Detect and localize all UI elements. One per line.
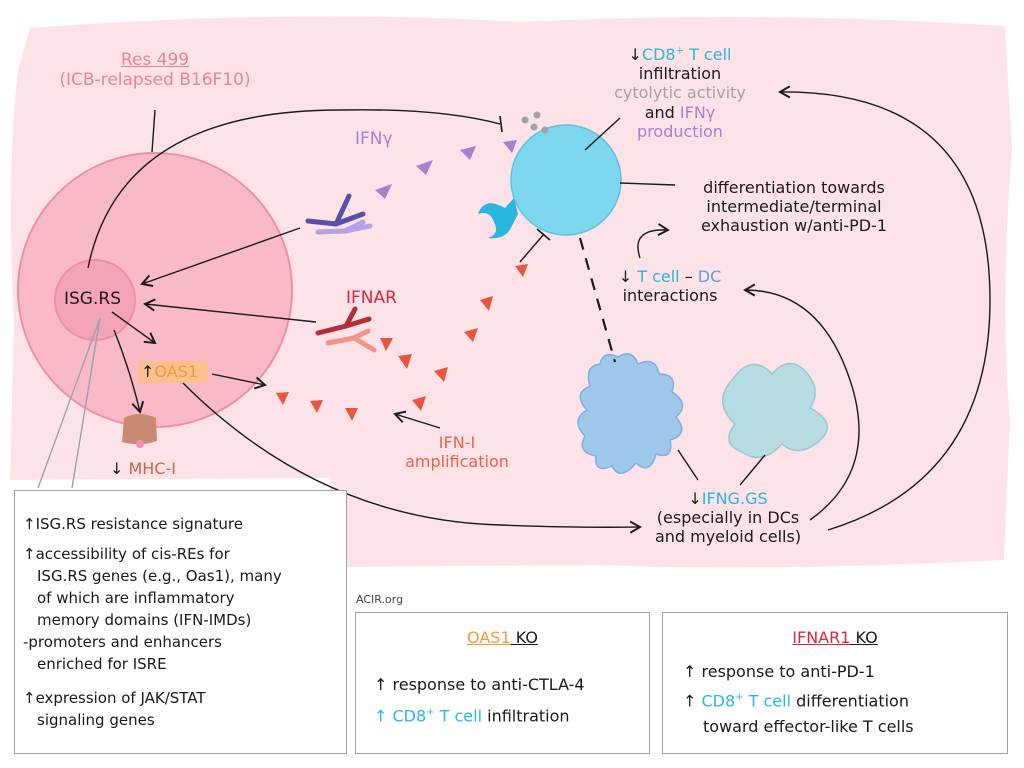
detail-b2b: ISG.RS genes (e.g., Oas1), many — [37, 567, 282, 585]
ifn1-molecules — [276, 264, 528, 421]
tcell-effects-arrow: ↓ — [628, 45, 642, 64]
exhaustion-line3: exhaustion w/anti-PD-1 — [700, 216, 888, 236]
oas1-highlight — [138, 361, 208, 383]
oas1-ko-title-gene: OAS1 — [467, 628, 511, 647]
ifng-molecules — [375, 140, 517, 199]
interactions-tcell: T cell — [637, 267, 680, 286]
acir-credit: ACIR.org — [356, 593, 404, 606]
tcell-effects-sup: + — [675, 45, 684, 57]
ifng-gs-line2: (especially in DCs — [656, 508, 800, 528]
ifnar1-ko-title: IFNAR1 KO — [663, 628, 1007, 647]
ifnar1-ko-title-gene: IFNAR1 — [792, 628, 851, 647]
ifn1-amplification-label: IFN-I amplification — [402, 433, 512, 471]
mhc-i-molecule — [122, 414, 157, 448]
isgrs-label: ISG.RS — [64, 289, 121, 309]
ifnar1-ko-line2-rest: differentiation — [791, 691, 909, 711]
interactions-line1: ↓ T cell – DC — [600, 267, 740, 286]
ifn1-line1: IFN-I — [438, 433, 476, 452]
ifng-receptor-icon — [305, 193, 373, 235]
tcell-effects-label: ↓CD8+ T cell infiltration cytolytic acti… — [590, 45, 770, 141]
dendritic-cell-2 — [722, 362, 828, 459]
cytolytic-granules-icon — [521, 111, 549, 134]
oas1-ko-title-ko: KO — [510, 628, 538, 647]
exhaustion-line1: differentiation towards — [703, 178, 885, 197]
tcell-effects-cd8: CD8 — [641, 45, 676, 64]
oas1-ko-line2-tcell: T cell — [434, 706, 483, 726]
oas1-up-text: OAS1 — [154, 362, 198, 381]
detail-b1: ↑ISG.RS resistance signature — [23, 515, 243, 533]
ifnar1-ko-line2-arrow: ↑ — [683, 691, 702, 711]
detail-b2c: of which are inflammatory — [37, 589, 235, 607]
interactions-dc: DC — [697, 267, 722, 286]
ifnar1-ko-line3: toward effector-like T cells — [703, 717, 914, 737]
oas1-up-label: ↑OAS1 — [141, 362, 198, 381]
t-cell-receptor-icon — [478, 198, 518, 239]
oas1-ko-line2: ↑ CD8+ T cell infiltration — [374, 699, 585, 730]
detail-b3a: -promoters and enhancers — [23, 633, 222, 651]
tcell-effects-line4: and IFNγ — [590, 103, 770, 122]
tcell-effects-line2: infiltration — [638, 64, 722, 84]
ifng-label: IFNγ — [355, 129, 393, 149]
ifnar-label: IFNAR — [346, 288, 397, 308]
tcell-effects-ifng: IFNγ — [679, 102, 716, 122]
ifng-gs-line1: ↓IFNG.GS — [638, 489, 818, 508]
interactions-label: ↓ T cell – DC interactions — [600, 267, 740, 305]
oas1-ko-line2-sup: + — [426, 707, 435, 718]
ifnar1-ko-line1: ↑ response to anti-PD-1 — [683, 662, 875, 681]
detail-b2d: memory domains (IFN-IMDs) — [37, 611, 252, 629]
mhc-label: ↓ MHC-I — [110, 459, 176, 478]
tcell-effects-line5: production — [637, 121, 723, 141]
oas1-ko-line2-cd8: CD8 — [392, 706, 427, 726]
ifnar1-ko-line2-tcell: T cell — [743, 691, 792, 711]
mhc-arrow: ↓ — [110, 459, 124, 478]
ifnar1-ko-line2-cd8: CD8 — [701, 691, 736, 711]
ifng-gs-label: ↓IFNG.GS (especially in DCs and myeloid … — [638, 489, 818, 547]
ifng-gs-text: IFNG.GS — [701, 489, 768, 508]
isgrs-details-text: ↑ISG.RS resistance signature ↑accessibil… — [23, 513, 282, 731]
exhaustion-label: differentiation towards intermediate/ter… — [676, 178, 912, 236]
detail-b3b: enriched for ISRE — [37, 655, 167, 673]
interactions-dash: – — [679, 267, 698, 286]
ifng-gs-line3: and myeloid cells) — [654, 527, 802, 547]
exhaustion-line2: intermediate/terminal — [706, 197, 882, 217]
ifnar1-ko-line2-sup: + — [735, 692, 744, 703]
ifnar1-ko-box: IFNAR1 KO ↑ response to anti-PD-1 ↑ CD8+… — [662, 612, 1008, 754]
nucleus — [54, 259, 136, 341]
ifnar1-ko-title-ko: KO — [850, 628, 878, 647]
isgrs-details-box: ↑ISG.RS resistance signature ↑accessibil… — [14, 490, 347, 754]
ifnar1-ko-line2: ↑ CD8+ T cell differentiation — [683, 685, 914, 714]
interactions-line2: interactions — [622, 286, 718, 306]
tumor-label-line1: Res 499 — [120, 50, 190, 70]
tumor-label-line2: (ICB-relapsed B16F10) — [59, 70, 251, 91]
ifng-gs-arrow: ↓ — [688, 489, 702, 508]
detail-b2a: ↑accessibility of cis-REs for — [23, 545, 230, 563]
tcell-effects-line1: ↓CD8+ T cell — [590, 45, 770, 64]
dendritic-cell-1 — [577, 353, 684, 474]
detail-b4b: signaling genes — [37, 711, 155, 729]
interactions-arrow: ↓ — [618, 267, 633, 286]
t-cell — [510, 124, 622, 236]
oas1-ko-title: OAS1 KO — [356, 628, 649, 647]
tcell-effects-tcell: T cell — [683, 45, 732, 64]
oas1-ko-line2-rest: infiltration — [482, 706, 570, 726]
oas1-up-arrow: ↑ — [141, 362, 155, 381]
connector-lines — [37, 85, 991, 534]
ifnar-receptor-icon — [315, 306, 377, 353]
mhc-text: MHC-I — [128, 459, 177, 478]
oas1-ko-line1: ↑ response to anti-CTLA-4 — [374, 675, 585, 694]
tumor-label: Res 499 (ICB-relapsed B16F10) — [52, 50, 258, 91]
tcell-effects-line3: cytolytic activity — [614, 83, 746, 103]
tcell-effects-and: and — [644, 102, 680, 122]
oas1-ko-line2-arrow: ↑ — [374, 706, 393, 726]
ifn1-line2: amplification — [405, 452, 509, 472]
oas1-ko-text: ↑ response to anti-CTLA-4 ↑ CD8+ T cell … — [374, 671, 585, 730]
detail-b4a: ↑expression of JAK/STAT — [23, 689, 206, 707]
oas1-ko-box: OAS1 KO ↑ response to anti-CTLA-4 ↑ CD8+… — [355, 612, 650, 754]
ifnar1-ko-text: ↑ response to anti-PD-1 ↑ CD8+ T cell di… — [683, 659, 914, 740]
